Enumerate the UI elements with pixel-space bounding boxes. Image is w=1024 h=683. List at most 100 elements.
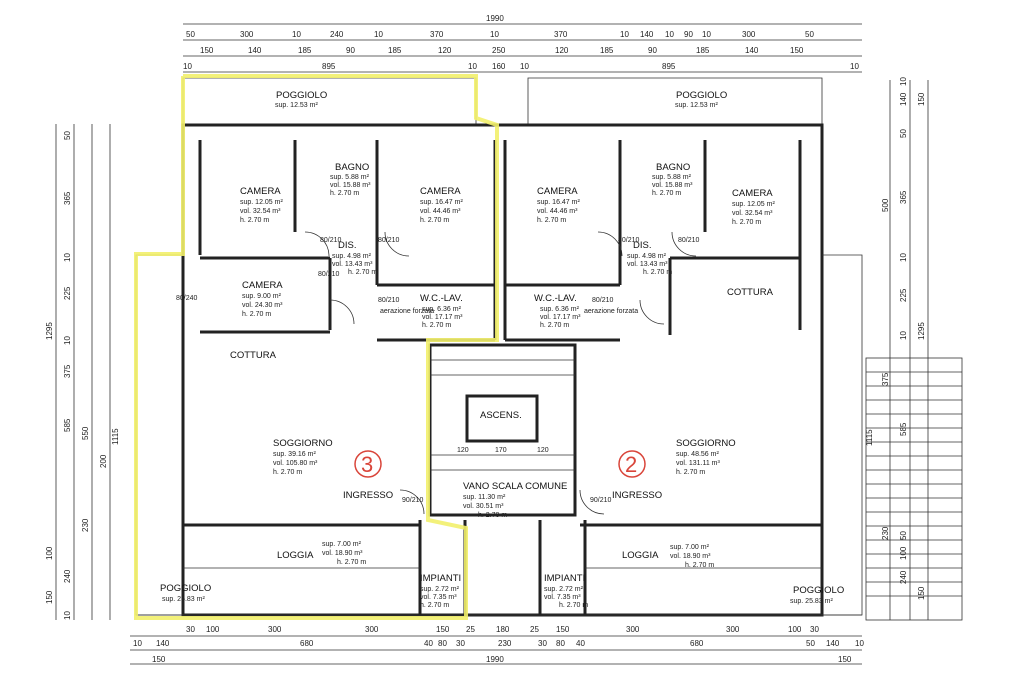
dim-label: 100 bbox=[45, 546, 54, 560]
room-area: sup. 5.88 m² bbox=[652, 174, 692, 181]
room-height: h. 2.70 m bbox=[540, 322, 569, 329]
room-height: h. 2.70 m bbox=[732, 219, 761, 226]
dim-label: 10 bbox=[374, 30, 383, 39]
dim-label: 90 bbox=[346, 46, 355, 55]
room-height: h. 2.70 m bbox=[559, 602, 588, 609]
dim-label: 365 bbox=[63, 191, 72, 205]
dim-label: 1115 bbox=[111, 428, 120, 445]
dim-label: 250 bbox=[492, 46, 506, 55]
room-height: h. 2.70 m bbox=[240, 217, 269, 224]
room-volume: vol. 30.51 m³ bbox=[463, 503, 504, 510]
dim-label: 1295 bbox=[45, 322, 54, 340]
room-dis-l: DIS. bbox=[338, 240, 356, 251]
room-area: sup. 7.00 m² bbox=[670, 544, 710, 551]
dim-label: 300 bbox=[365, 625, 379, 634]
dim-label: 550 bbox=[81, 426, 90, 440]
room-bagno-l: BAGNO bbox=[335, 162, 369, 173]
room-camera-l3: CAMERA bbox=[242, 280, 283, 291]
dim-label: 150 bbox=[790, 46, 804, 55]
room-area: sup. 25.83 m² bbox=[790, 598, 833, 605]
dim-label: 150 bbox=[556, 625, 570, 634]
dim-label: 895 bbox=[322, 62, 336, 71]
dim-label: 50 bbox=[186, 30, 195, 39]
room-volume: vol. 13.43 m³ bbox=[332, 261, 373, 268]
room-volume: vol. 44.46 m³ bbox=[537, 208, 578, 215]
room-vano-scala: VANO SCALA COMUNE bbox=[463, 481, 567, 492]
dim-label: 100 bbox=[899, 546, 908, 560]
room-volume: vol. 24.30 m³ bbox=[242, 302, 283, 309]
aerazione-label-r: aerazione forzata bbox=[584, 308, 638, 315]
dim-label: 185 bbox=[298, 46, 312, 55]
dim-label: 585 bbox=[63, 418, 72, 432]
dim-label: 100 bbox=[206, 625, 220, 634]
room-dis-r: DIS. bbox=[633, 240, 651, 251]
room-ascens: ASCENS. bbox=[480, 410, 522, 421]
dim-label: 375 bbox=[881, 372, 890, 386]
dim-label: 10 bbox=[133, 639, 142, 648]
room-height: h. 2.70 m bbox=[330, 190, 359, 197]
room-poggiolo-top-right: POGGIOLO bbox=[676, 90, 727, 101]
dim-label: 10 bbox=[63, 611, 72, 620]
room-soggiorno-l: SOGGIORNO bbox=[273, 438, 333, 449]
dim-label: 370 bbox=[554, 30, 568, 39]
dim-label: 140 bbox=[248, 46, 262, 55]
room-wc-r: W.C.-LAV. bbox=[534, 293, 577, 304]
bottom-dimensions: 30 100 300 300 150 25 180 25 150 300 300… bbox=[130, 625, 864, 665]
dim-label: 375 bbox=[63, 364, 72, 378]
room-area: sup. 11.30 m² bbox=[463, 494, 506, 501]
room-volume: vol. 13.43 m³ bbox=[627, 261, 668, 268]
room-loggia-l: LOGGIA bbox=[277, 550, 314, 561]
dim-label: 50 bbox=[63, 131, 72, 140]
room-camera-r2: CAMERA bbox=[537, 186, 578, 197]
door-size-label: 80/210 bbox=[378, 297, 400, 304]
room-bagno-r: BAGNO bbox=[656, 162, 690, 173]
dim-label: 30 bbox=[810, 625, 819, 634]
stair-dim: 120 bbox=[537, 447, 549, 454]
room-area: sup. 5.88 m² bbox=[330, 174, 370, 181]
dim-label: 300 bbox=[726, 625, 740, 634]
dim-label: 10 bbox=[850, 62, 859, 71]
room-volume: vol. 15.88 m³ bbox=[652, 182, 693, 189]
room-wc-l: W.C.-LAV. bbox=[420, 293, 463, 304]
dim-label: 300 bbox=[268, 625, 282, 634]
unit-3-label: 3 bbox=[361, 452, 373, 477]
room-height: h. 2.70 m bbox=[676, 469, 705, 476]
dim-label: 140 bbox=[640, 30, 654, 39]
dim-label: 300 bbox=[742, 30, 756, 39]
dim-label: 50 bbox=[806, 639, 815, 648]
room-height: h. 2.70 m bbox=[242, 311, 271, 318]
dim-label: 140 bbox=[745, 46, 759, 55]
room-volume: vol. 15.88 m³ bbox=[330, 182, 371, 189]
room-volume: vol. 17.17 m³ bbox=[422, 314, 463, 321]
dim-label: 185 bbox=[600, 46, 614, 55]
dim-label: 50 bbox=[899, 129, 908, 138]
room-height: h. 2.70 m bbox=[478, 512, 507, 519]
room-area: sup. 9.00 m² bbox=[242, 293, 282, 300]
unit-3-highlight bbox=[134, 74, 499, 620]
room-impianti-r: IMPIANTI bbox=[544, 573, 585, 584]
room-height: h. 2.70 m bbox=[420, 602, 449, 609]
dim-label: 10 bbox=[63, 336, 72, 345]
dim-label: 10 bbox=[855, 639, 864, 648]
dim-label: 180 bbox=[496, 625, 510, 634]
room-area: sup. 48.56 m² bbox=[676, 451, 719, 458]
dim-label: 120 bbox=[438, 46, 452, 55]
dim-label: 140 bbox=[899, 92, 908, 106]
room-height: h. 2.70 m bbox=[273, 469, 302, 476]
dim-label: 40 bbox=[424, 639, 433, 648]
dim-label: 160 bbox=[492, 62, 506, 71]
dim-label: 25 bbox=[530, 625, 539, 634]
dim-label: 150 bbox=[200, 46, 214, 55]
door-size-label: 90/210 bbox=[402, 497, 424, 504]
room-volume: vol. 18.90 m³ bbox=[322, 550, 363, 557]
dim-label: 585 bbox=[899, 422, 908, 436]
room-area: sup. 16.47 m² bbox=[420, 199, 463, 206]
room-area: sup. 4.98 m² bbox=[627, 253, 667, 260]
dim-label: 370 bbox=[430, 30, 444, 39]
dim-label: 150 bbox=[917, 92, 926, 106]
dim-label: 10 bbox=[520, 62, 529, 71]
room-camera-r1: CAMERA bbox=[732, 188, 773, 199]
dim-label: 140 bbox=[826, 639, 840, 648]
dim-label: 30 bbox=[186, 625, 195, 634]
